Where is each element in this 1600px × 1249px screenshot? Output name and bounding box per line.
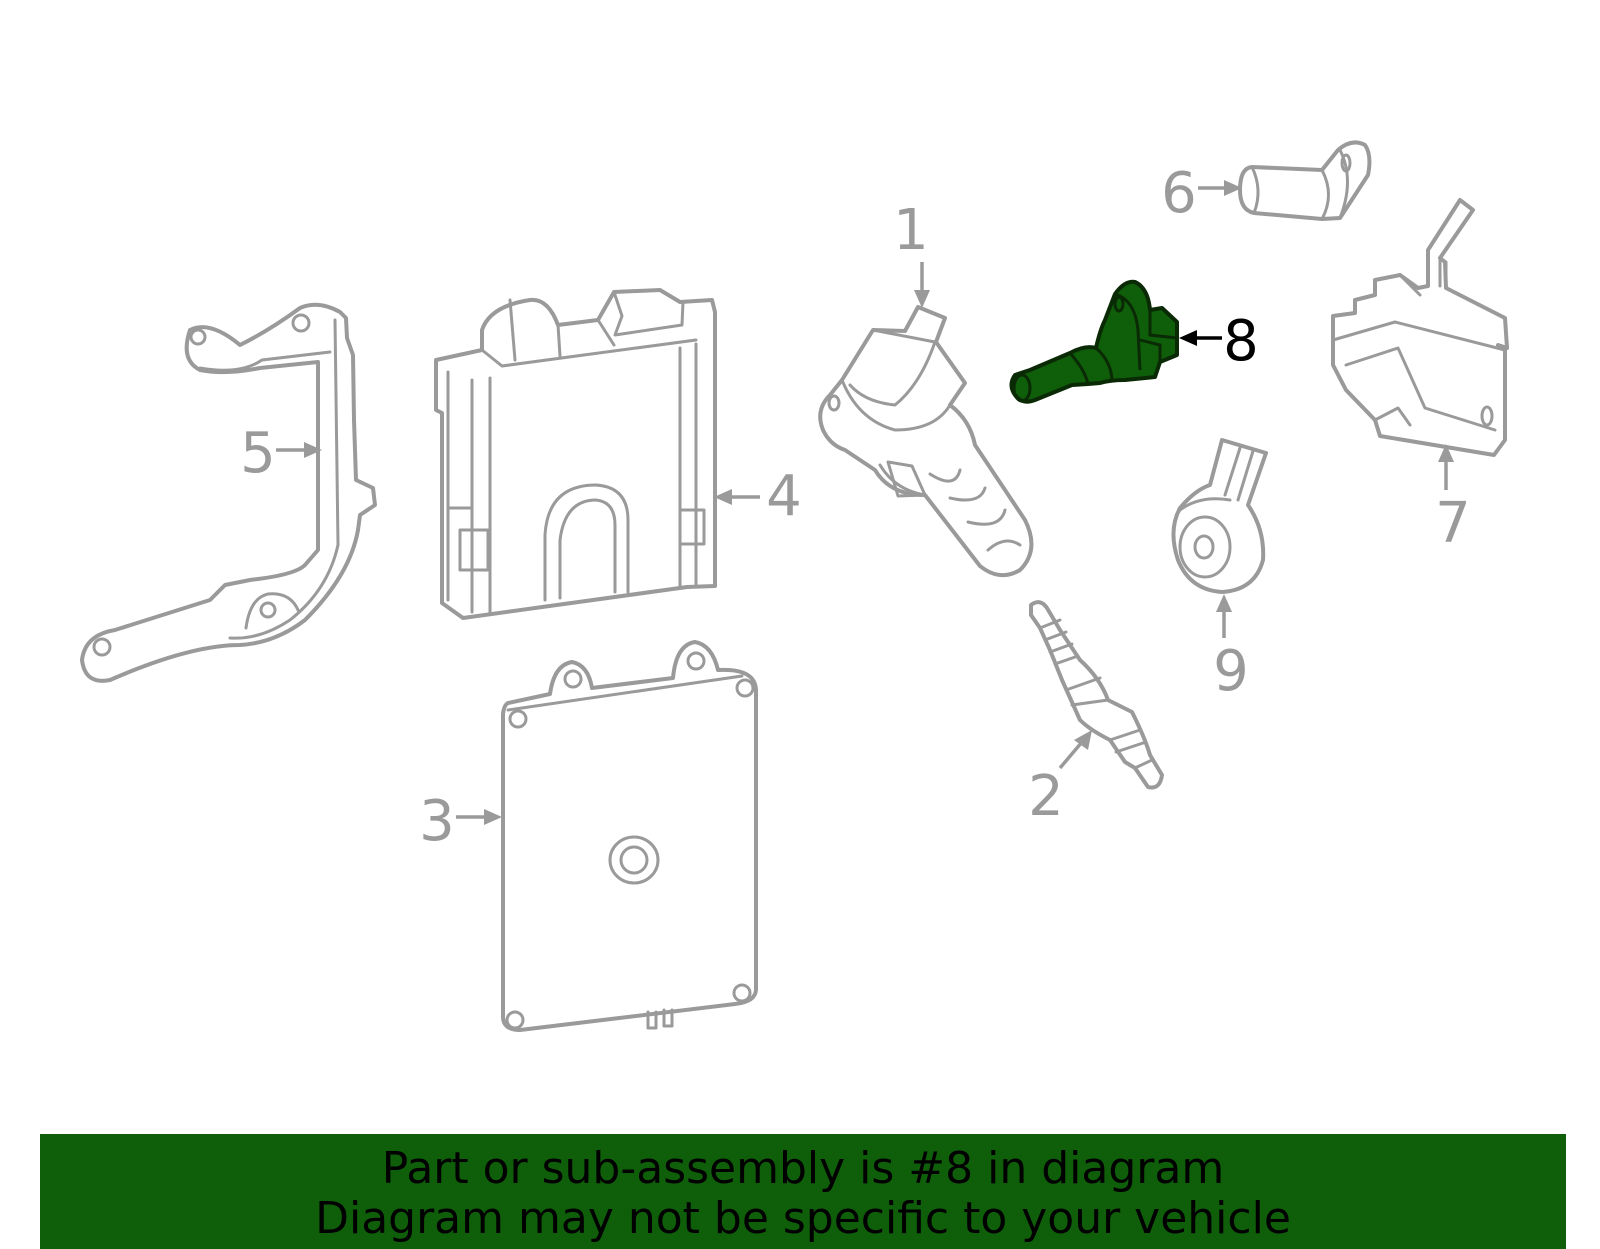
part-engine-control-module[interactable] [500, 640, 758, 1032]
part-module-housing[interactable] [434, 288, 717, 620]
callout-label: 6 [1161, 161, 1197, 226]
callout-5[interactable]: 5 [240, 421, 322, 486]
callout-label: 7 [1435, 491, 1471, 556]
callout-9[interactable]: 9 [1213, 594, 1249, 704]
part-ignition-coil[interactable] [818, 305, 1034, 578]
arrow-icon [1216, 594, 1232, 612]
callout-label: 2 [1028, 764, 1064, 829]
callout-8[interactable]: 8 [1179, 309, 1259, 374]
part-bracket-cover[interactable] [1331, 198, 1509, 457]
callout-label: 5 [240, 421, 276, 486]
banner-line-2: Diagram may not be specific to your vehi… [315, 1193, 1291, 1244]
callout-6[interactable]: 6 [1161, 161, 1242, 226]
callout-7[interactable]: 7 [1435, 444, 1471, 556]
callout-label: 8 [1223, 309, 1259, 374]
arrow-icon [304, 442, 322, 458]
banner-line-1: Part or sub-assembly is #8 in diagram [381, 1143, 1225, 1194]
arrow-icon [484, 809, 502, 825]
part-crankshaft-sensor[interactable] [1238, 140, 1372, 221]
callout-2[interactable]: 2 [1028, 730, 1092, 829]
info-banner: Part or sub-assembly is #8 in diagram Di… [40, 1134, 1566, 1249]
callout-label: 3 [419, 789, 455, 854]
arrow-icon [1224, 180, 1242, 196]
callout-label: 9 [1213, 639, 1249, 704]
callout-4[interactable]: 4 [714, 464, 802, 529]
leader-line [1058, 740, 1084, 770]
callout-label: 4 [766, 464, 802, 529]
part-spark-plug[interactable] [1029, 600, 1164, 790]
callout-1[interactable]: 1 [893, 198, 930, 308]
callout-label: 1 [893, 198, 929, 263]
parts-diagram: 1 2 3 4 5 6 7 8 9 [80, 140, 1509, 1032]
part-knock-sensor[interactable] [1171, 438, 1268, 594]
part-camshaft-position-sensor[interactable] [1009, 279, 1179, 404]
arrow-icon [1438, 444, 1454, 462]
arrow-icon [1074, 730, 1092, 750]
part-mounting-bracket[interactable] [80, 302, 377, 683]
arrow-icon [914, 290, 930, 308]
arrow-icon [1179, 330, 1197, 346]
callout-3[interactable]: 3 [419, 789, 502, 854]
arrow-icon [714, 489, 732, 505]
